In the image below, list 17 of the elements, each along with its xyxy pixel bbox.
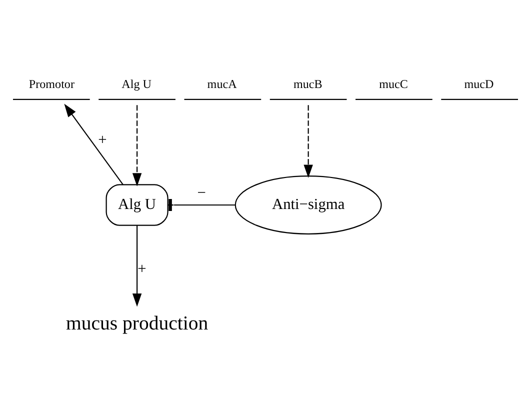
arrow — [132, 105, 142, 186]
node-ellipse: Anti−sigma — [234, 176, 382, 234]
edge-label: + — [138, 260, 146, 278]
node-text: mucB — [293, 77, 322, 92]
node-text: Promotor — [28, 77, 74, 92]
node-text: mucus production — [66, 312, 208, 335]
node-text: mucC — [379, 77, 408, 92]
arrow — [132, 226, 142, 307]
node-text: Alg U — [122, 77, 152, 92]
node-text: mucD — [464, 77, 494, 92]
node-box: Alg U — [106, 184, 168, 226]
connector — [168, 198, 236, 212]
edge-label: − — [197, 184, 206, 202]
arrow — [304, 105, 313, 178]
edge-label: + — [98, 132, 107, 149]
arrow — [64, 104, 124, 185]
node-text: mucA — [207, 77, 237, 92]
